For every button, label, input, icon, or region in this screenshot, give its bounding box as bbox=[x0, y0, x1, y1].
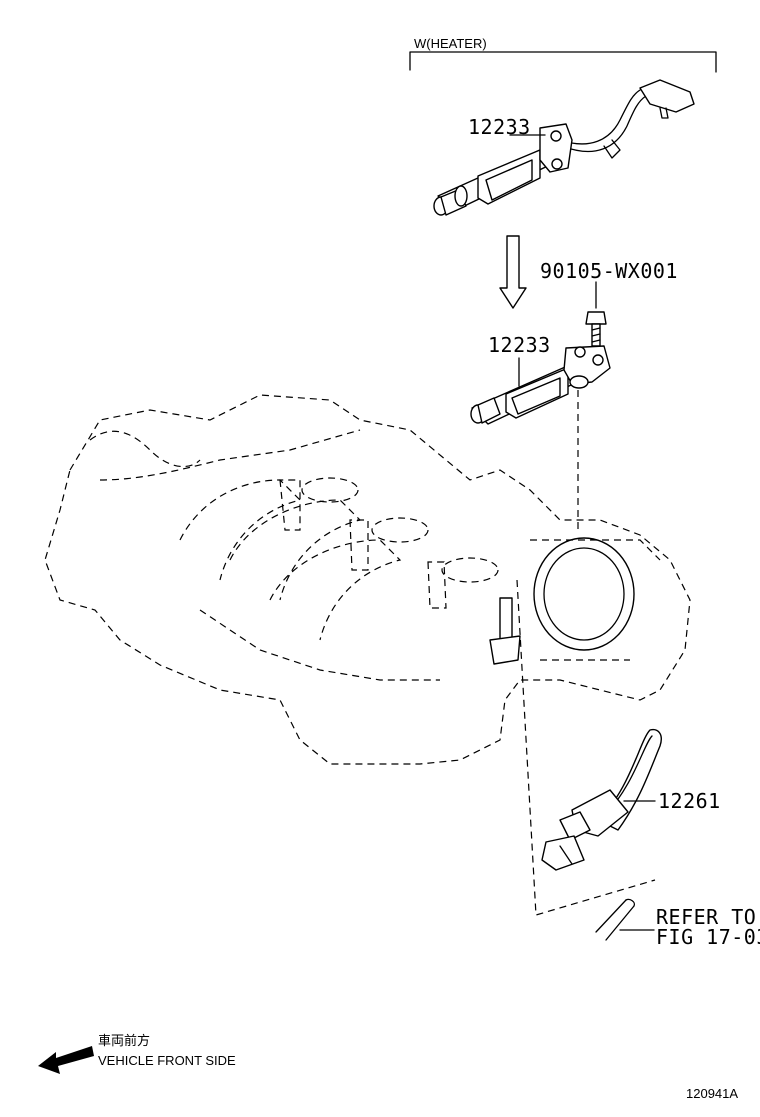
reference-line-1: REFER TO bbox=[656, 905, 756, 929]
direction-label-english: VEHICLE FRONT SIDE bbox=[98, 1053, 236, 1068]
heater-variant-bracket: W(HEATER) bbox=[409, 36, 717, 73]
part-number-12233: 12233 bbox=[488, 333, 551, 357]
reference-hose-stub bbox=[595, 898, 655, 941]
pcv-pipe-drawing bbox=[470, 345, 611, 425]
variant-arrow bbox=[499, 235, 527, 309]
figure-id: 120941A bbox=[686, 1086, 738, 1101]
heater-pcv-pipe-drawing bbox=[433, 79, 695, 216]
group-label: W(HEATER) bbox=[414, 36, 487, 51]
part-number-12261: 12261 bbox=[658, 789, 721, 813]
bolt-drawing bbox=[585, 311, 607, 347]
install-line-hose bbox=[516, 579, 656, 916]
front-direction-arrow-icon bbox=[38, 1046, 94, 1074]
part-number-12233-heater: 12233 bbox=[468, 115, 531, 139]
direction-label-japanese: 車両前方 bbox=[98, 1033, 150, 1048]
intake-manifold-drawing bbox=[44, 394, 691, 765]
reference-line-2: FIG 17-03 bbox=[656, 925, 760, 949]
part-number-bolt: 90105-WX001 bbox=[540, 259, 678, 283]
ventilation-hose-drawing bbox=[541, 728, 662, 871]
